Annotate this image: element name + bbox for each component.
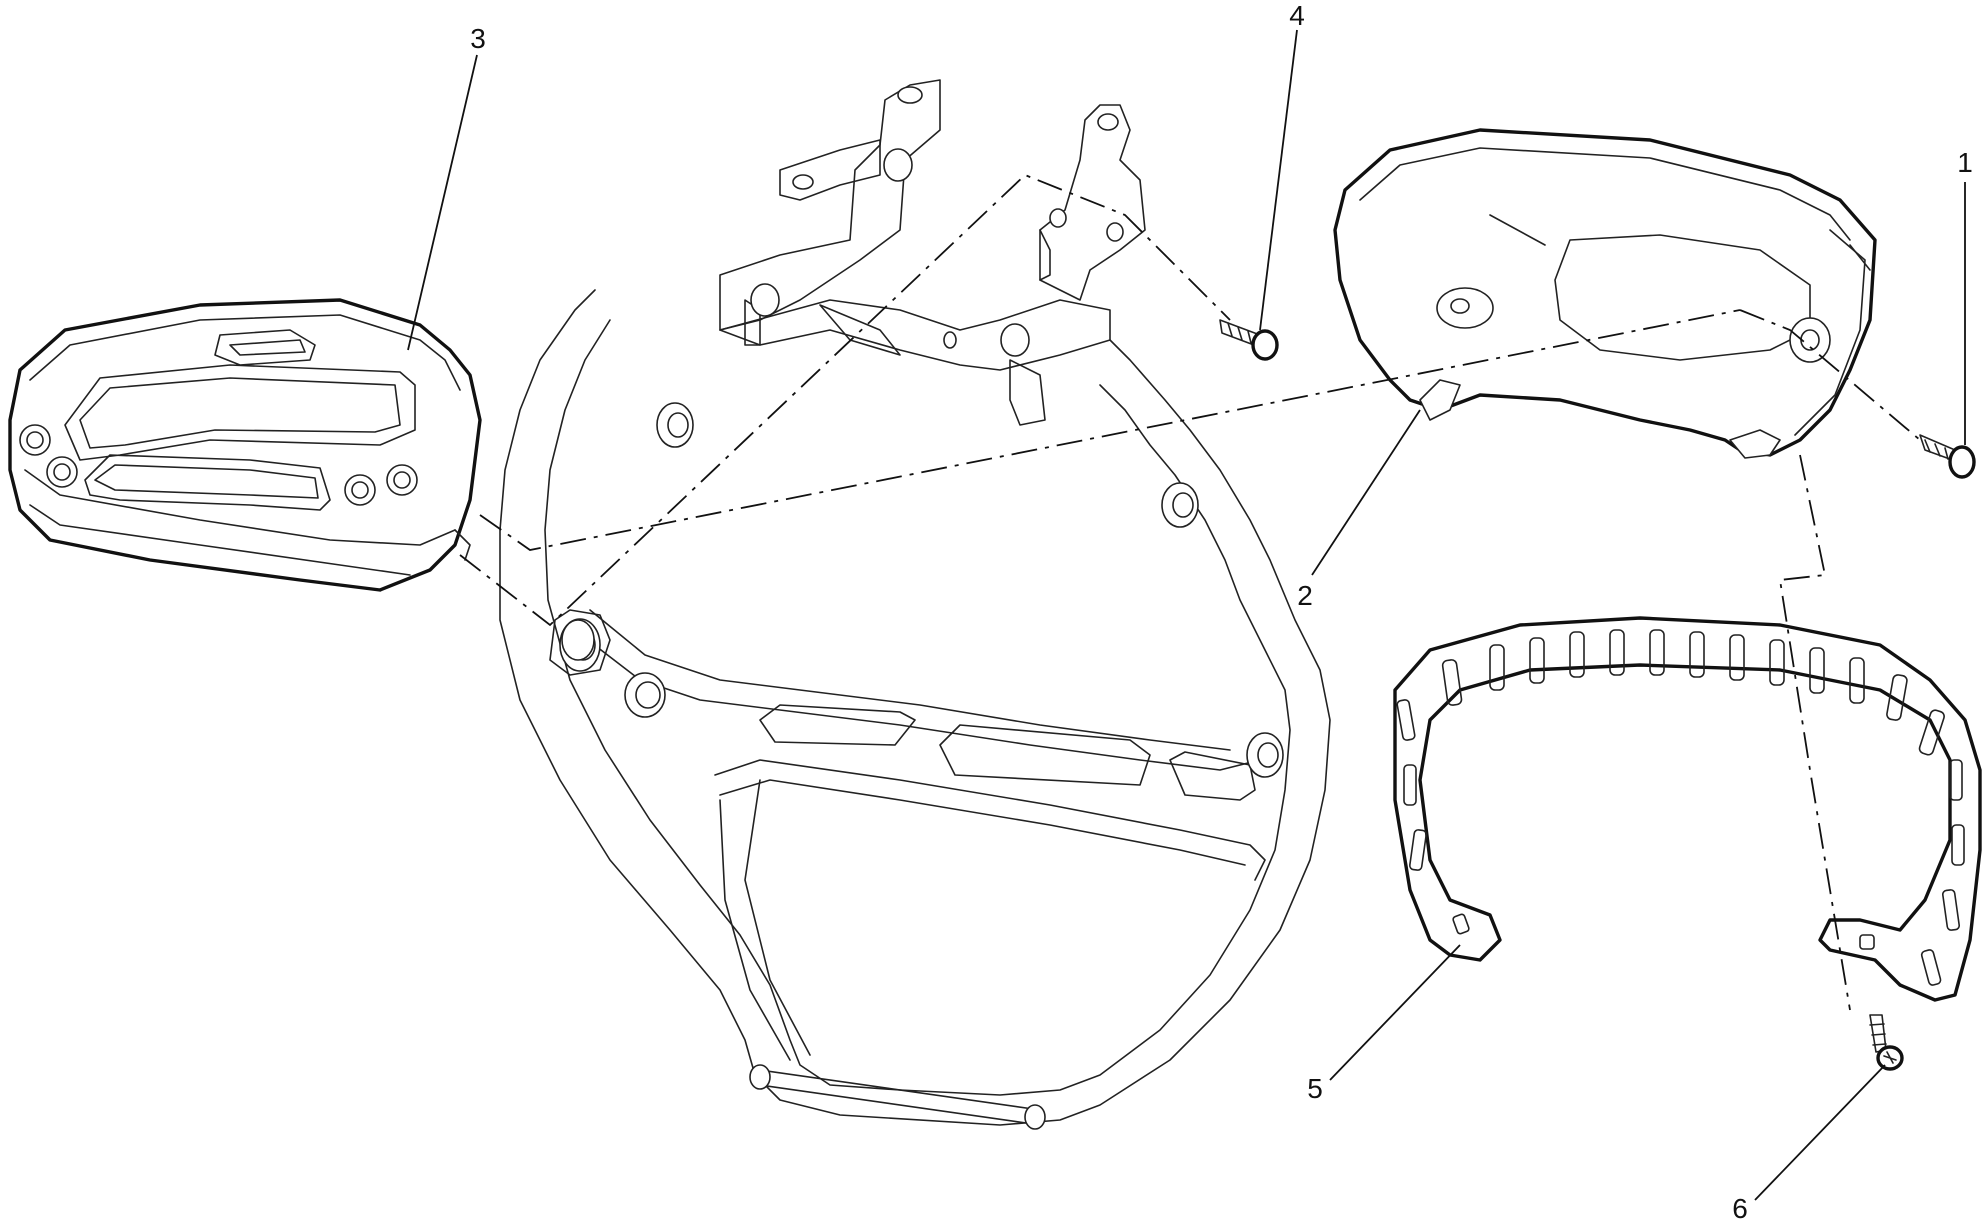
callout-2: 2 bbox=[1297, 580, 1313, 611]
assembly-center-lines bbox=[459, 173, 1921, 1011]
instrument-panel-housing bbox=[8, 298, 482, 592]
callout-4: 4 bbox=[1289, 0, 1305, 31]
mounting-strap bbox=[1393, 616, 1982, 1002]
leader-lines bbox=[407, 29, 1966, 1201]
instrument-bracket-frame bbox=[499, 79, 1331, 1130]
callout-1: 1 bbox=[1957, 147, 1973, 178]
screw-part-1 bbox=[1919, 434, 1976, 479]
screw-part-6 bbox=[1869, 1014, 1904, 1071]
instrument-rear-cover bbox=[1333, 128, 1877, 459]
callout-5: 5 bbox=[1307, 1073, 1323, 1104]
callout-6: 6 bbox=[1732, 1193, 1748, 1224]
screw-part-4 bbox=[1219, 319, 1279, 361]
callout-3: 3 bbox=[470, 23, 486, 54]
